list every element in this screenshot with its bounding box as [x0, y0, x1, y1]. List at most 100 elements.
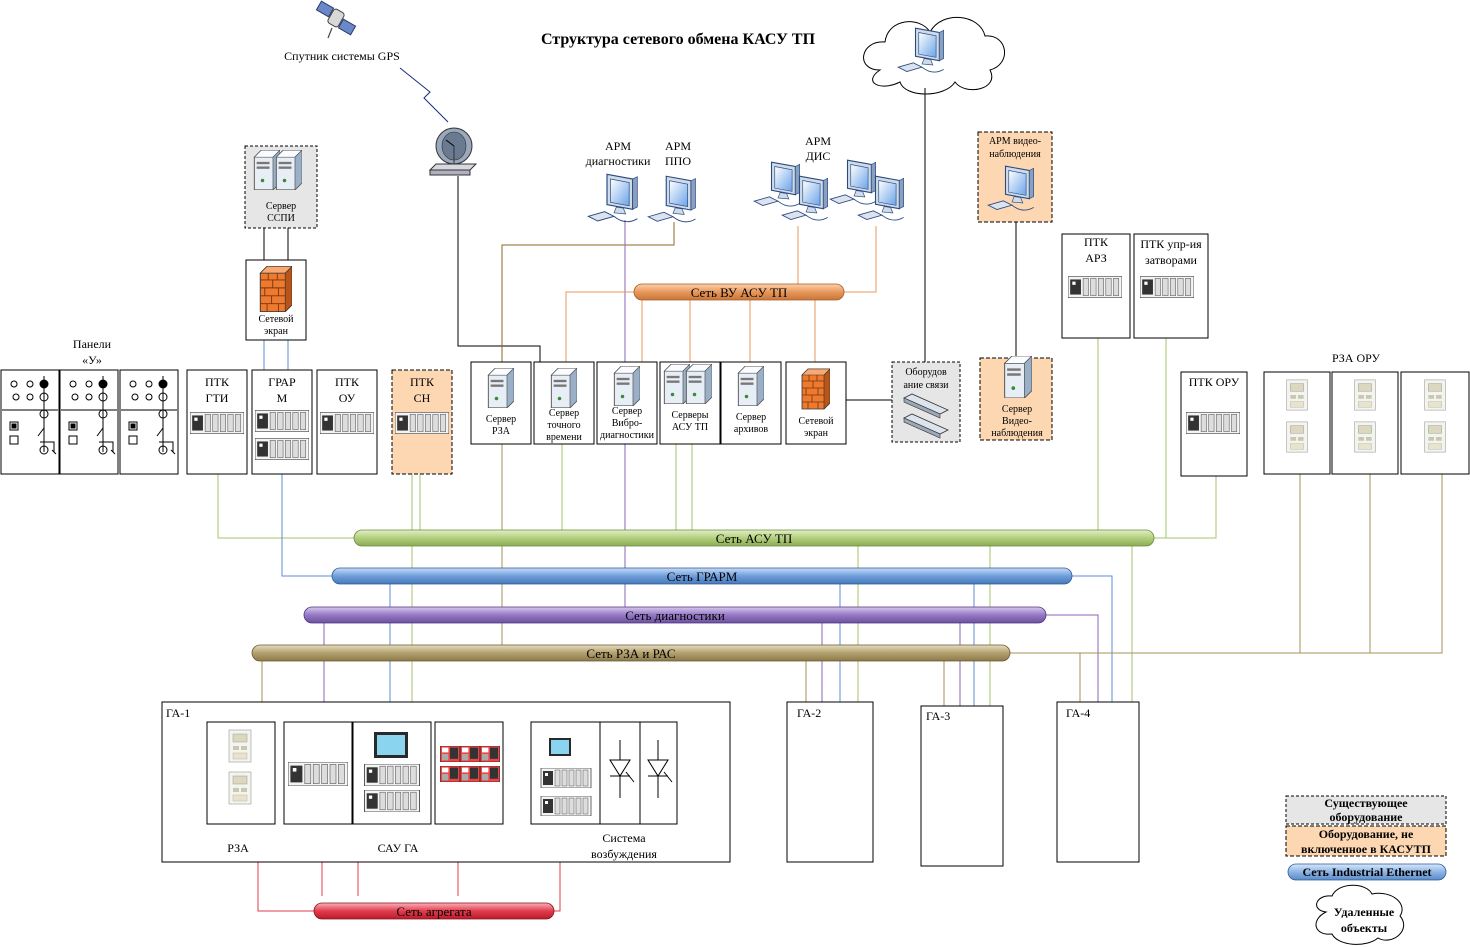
svg-text:Система: Система: [602, 831, 646, 845]
satellite-icon: [315, 0, 357, 39]
svg-text:Оборудование, не: Оборудование, не: [1319, 827, 1414, 841]
server-rza: Сервер РЗА: [470, 361, 532, 445]
legend-remote-cloud-icon: Удаленные объекты: [1315, 884, 1405, 945]
bus-diag: Сеть диагностики: [303, 606, 1047, 624]
svg-text:Оборудов: Оборудов: [905, 367, 947, 378]
arm-video: АРМ видео- наблюдения: [977, 131, 1053, 223]
svg-text:диагностики: диагностики: [600, 430, 655, 441]
rza-oru: [1263, 371, 1470, 475]
svg-text:Сетевой: Сетевой: [798, 416, 834, 427]
server-sspi: Сервер ССПИ: [244, 145, 318, 229]
svg-text:Сервер: Сервер: [266, 201, 296, 212]
server-video: Сервер Видео- наблюдения: [979, 356, 1053, 441]
panels-u-label: Панели: [73, 337, 112, 351]
ptk-arz: ПТК АРЗ: [1061, 233, 1131, 339]
svg-text:ПТК: ПТК: [205, 375, 230, 389]
svg-text:Сеть ГРАРМ: Сеть ГРАРМ: [667, 569, 738, 584]
server-archive: Сервер архивов: [720, 361, 782, 445]
legend-ethernet: Сеть Industrial Ethernet: [1287, 863, 1447, 881]
svg-text:Сеть АСУ ТП: Сеть АСУ ТП: [716, 531, 792, 546]
svg-text:Сервер: Сервер: [1002, 404, 1032, 415]
svg-text:затворами: затворами: [1145, 253, 1198, 267]
arm-dis-label: АРМ: [805, 134, 831, 148]
svg-text:Сеть агрегата: Сеть агрегата: [396, 904, 471, 919]
arm-ppo-label: АРМ: [665, 139, 691, 153]
arm-dis-workstation-icon-3: [829, 159, 877, 205]
legend-not-included: Оборудование, не включенное в КАСУТП: [1285, 825, 1447, 857]
bus-vu: Сеть ВУ АСУ ТП: [633, 283, 845, 301]
ptk-gti: ПТК ГТИ: [186, 369, 248, 475]
firewall-top: Сетевой экран: [245, 259, 307, 341]
svg-text:САУ ГА: САУ ГА: [378, 841, 419, 855]
svg-text:Сеть диагностики: Сеть диагностики: [625, 608, 725, 623]
switch-icon: [903, 393, 949, 439]
svg-text:ГА-2: ГА-2: [797, 706, 821, 720]
svg-text:возбуждения: возбуждения: [591, 847, 657, 861]
svg-text:Существующее: Существующее: [1324, 796, 1408, 810]
comm-equipment: Оборудов ание связи: [891, 361, 961, 443]
ga1-unit: ГА-1 РЗА САУ ГА: [161, 701, 731, 863]
arm-diag-workstation-icon: [587, 173, 638, 223]
svg-text:ОУ: ОУ: [339, 391, 356, 405]
arm-ppo-label-2: ППО: [665, 154, 691, 168]
svg-text:наблюдения: наблюдения: [991, 428, 1043, 439]
svg-text:ГА-1: ГА-1: [166, 706, 190, 720]
diagram-title: Структура сетевого обмена КАСУ ТП: [541, 31, 816, 48]
svg-text:АРЗ: АРЗ: [1085, 251, 1107, 265]
svg-text:ГТИ: ГТИ: [206, 391, 229, 405]
grarm: ГРАР М: [251, 369, 313, 475]
svg-text:оборудование: оборудование: [1329, 810, 1403, 824]
svg-text:ГРАР: ГРАР: [268, 375, 296, 389]
svg-text:Серверы: Серверы: [671, 410, 708, 421]
svg-text:Сервер: Сервер: [486, 414, 516, 425]
ptk-oru: ПТК ОРУ: [1180, 371, 1248, 477]
ga2-unit: ГА-2: [786, 701, 874, 863]
server-vibro: Сервер Вибро- диагностики: [596, 361, 658, 445]
ga4-unit: ГА-4: [1056, 701, 1140, 863]
ga3-unit: ГА-3: [920, 705, 1004, 867]
svg-text:ГА-4: ГА-4: [1066, 706, 1090, 720]
arm-diag-label-2: диагностики: [586, 154, 651, 168]
svg-text:объекты: объекты: [1341, 921, 1388, 935]
bus-aggregate: Сеть агрегата: [313, 902, 555, 920]
svg-text:наблюдения: наблюдения: [989, 149, 1041, 160]
ptk-sn: ПТК СН: [391, 369, 453, 475]
svg-text:времени: времени: [546, 432, 582, 443]
svg-text:РЗА: РЗА: [227, 841, 249, 855]
gps-signal-link: [399, 67, 449, 123]
bus-rza: Сеть РЗА и РАС: [251, 644, 1011, 662]
satellite-label: Спутник системы GPS: [284, 49, 400, 63]
svg-text:Сеть Industrial Ethernet: Сеть Industrial Ethernet: [1302, 865, 1431, 879]
svg-text:экран: экран: [264, 326, 289, 337]
ptk-zatvory: ПТК упр-ия затворами: [1133, 233, 1209, 339]
svg-text:ПТК: ПТК: [1084, 235, 1109, 249]
ptk-ou: ПТК ОУ: [316, 369, 378, 475]
svg-text:Сервер: Сервер: [549, 408, 579, 419]
arm-dis-workstation-icon: [753, 161, 801, 207]
legend-existing: Существующее оборудование: [1285, 795, 1447, 825]
thyristor-icon: [609, 740, 673, 798]
svg-text:ПТК: ПТК: [335, 375, 360, 389]
excitation-monitor-icon: [549, 738, 571, 756]
svg-text:ССПИ: ССПИ: [267, 213, 295, 224]
svg-text:ПТК упр-ия: ПТК упр-ия: [1140, 237, 1202, 251]
svg-text:архивов: архивов: [734, 424, 768, 435]
svg-text:Вибро-: Вибро-: [612, 418, 642, 429]
satellite-dish-icon: [428, 127, 478, 176]
panels-u-label-2: «У»: [82, 353, 102, 367]
firewall-mid: Сетевой экран: [785, 361, 847, 445]
bus-grarm: Сеть ГРАРМ: [331, 567, 1073, 585]
legend: Существующее оборудование Оборудование, …: [1285, 795, 1447, 945]
svg-text:РЗА: РЗА: [492, 426, 511, 437]
servers-asutp: Серверы АСУ ТП: [659, 361, 721, 445]
svg-text:Удаленные: Удаленные: [1334, 905, 1395, 919]
arm-diag-label: АРМ: [605, 139, 631, 153]
svg-text:Сервер: Сервер: [736, 412, 766, 423]
svg-text:точного: точного: [547, 420, 580, 431]
panels-u: [0, 369, 179, 475]
svg-text:включенное в КАСУТП: включенное в КАСУТП: [1301, 842, 1432, 856]
svg-text:Сеть РЗА и РАС: Сеть РЗА и РАС: [586, 646, 675, 661]
arm-dis-label-2: ДИС: [806, 149, 831, 163]
svg-text:СН: СН: [414, 391, 431, 405]
